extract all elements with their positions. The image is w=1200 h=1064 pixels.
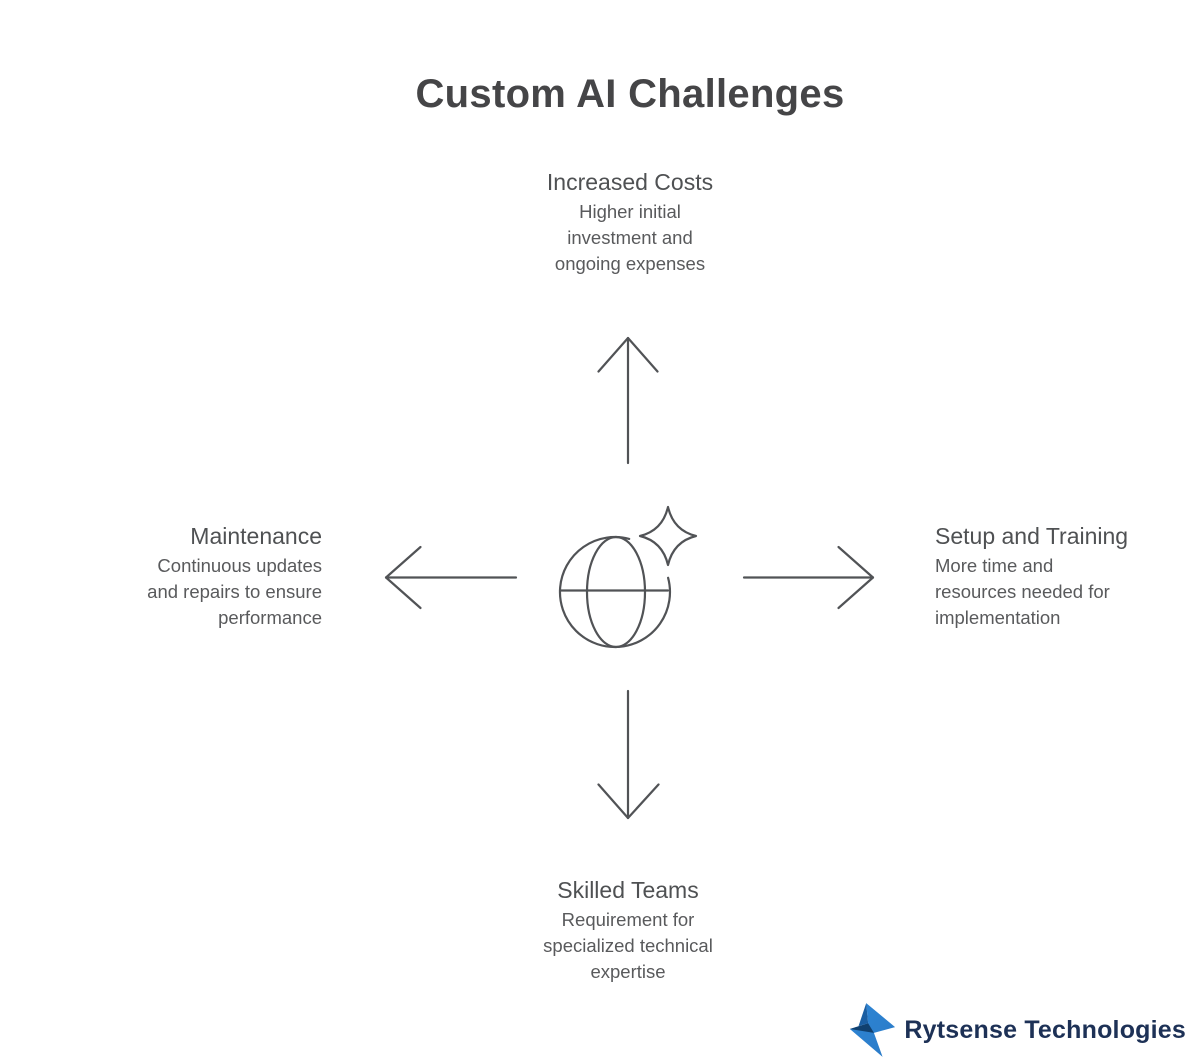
globe-sparkle-icon	[558, 505, 698, 649]
challenge-skilled-teams: Skilled Teams Requirement for specialize…	[498, 876, 758, 985]
challenge-setup-and-training: Setup and Training More time and resourc…	[935, 522, 1180, 631]
challenge-description-line: resources needed for	[935, 581, 1110, 602]
brand-name: Rytsense Technologies	[904, 1015, 1186, 1044]
challenge-description-line: Higher initial	[579, 201, 681, 222]
challenge-maintenance: Maintenance Continuous updates and repai…	[90, 522, 322, 631]
challenge-title: Maintenance	[190, 523, 322, 549]
challenge-description-line: Requirement for	[561, 909, 695, 930]
challenge-increased-costs: Increased Costs Higher initial investmen…	[500, 168, 760, 277]
arrow-right-icon	[742, 545, 875, 610]
challenge-description-line: ongoing expenses	[554, 253, 706, 274]
challenge-description-line: and repairs to ensure	[147, 581, 322, 602]
page-title: Custom AI Challenges	[415, 72, 845, 116]
arrow-down-icon	[597, 689, 660, 820]
challenge-description-line: specialized technical	[543, 935, 713, 956]
arrow-left-icon	[384, 545, 518, 610]
challenge-description-line: investment and	[567, 227, 693, 248]
brand-logo: Rytsense Technologies	[847, 1001, 1186, 1059]
challenge-description-line: implementation	[935, 607, 1061, 628]
challenge-title: Skilled Teams	[557, 877, 699, 903]
challenge-description-line: expertise	[590, 961, 666, 982]
arrow-up-icon	[597, 336, 659, 465]
challenge-description-line: More time and	[935, 555, 1054, 576]
challenge-description-line: performance	[218, 607, 322, 628]
challenge-description-line: Continuous updates	[157, 555, 322, 576]
challenge-title: Setup and Training	[935, 523, 1129, 549]
challenge-title: Increased Costs	[546, 169, 714, 195]
logo-bolt-icon	[850, 1003, 896, 1057]
